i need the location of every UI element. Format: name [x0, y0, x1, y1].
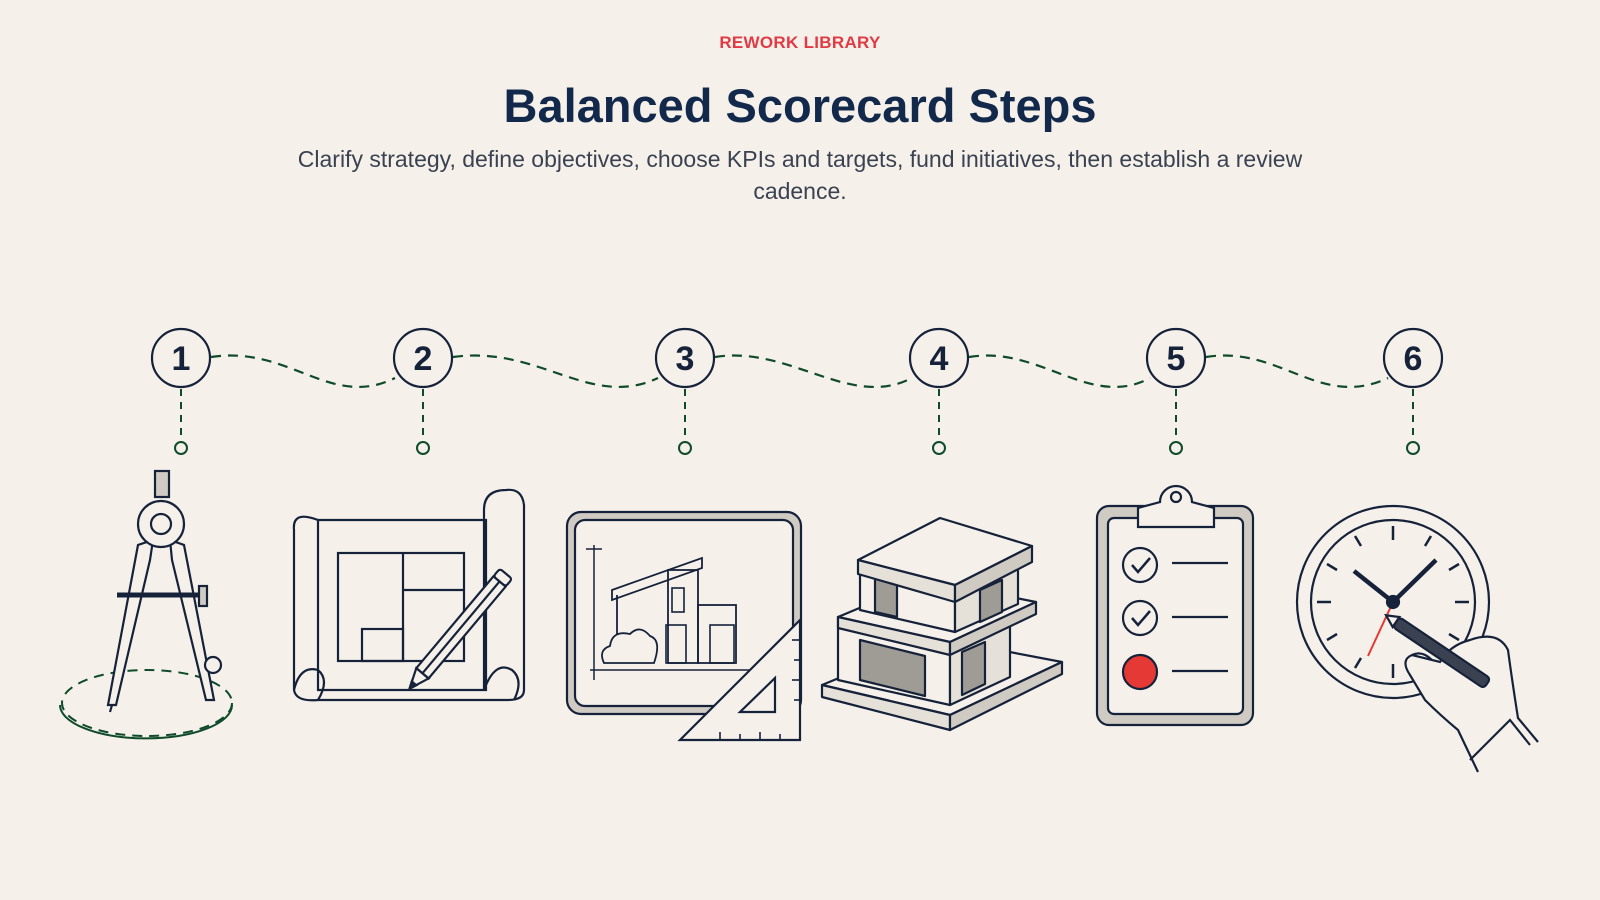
step-number-2: 2	[414, 340, 433, 378]
compass-icon	[59, 469, 233, 740]
blueprint-pencil-icon	[292, 488, 526, 702]
step-marker-5: 5	[1145, 327, 1207, 455]
step-number-6: 6	[1404, 340, 1423, 378]
step-number-5: 5	[1167, 340, 1186, 378]
step-marker-3: 3	[654, 327, 716, 455]
eyebrow-label: REWORK LIBRARY	[719, 33, 881, 52]
page-title: Balanced Scorecard Steps	[503, 79, 1097, 132]
checklist-clipboard-icon	[1095, 484, 1255, 727]
design-board-icon	[565, 510, 803, 742]
step-marker-6: 6	[1382, 327, 1444, 455]
step-number-1: 1	[172, 340, 191, 378]
connector-path	[210, 354, 1389, 389]
step-marker-4: 4	[908, 327, 970, 455]
step-number-3: 3	[676, 340, 695, 378]
step-marker-1: 1	[150, 327, 212, 455]
page-subtitle: Clarify strategy, define objectives, cho…	[297, 146, 1303, 204]
building-model-icon	[820, 516, 1064, 732]
clock-hand-icon	[1295, 504, 1539, 773]
step-marker-2: 2	[392, 327, 454, 455]
step-number-4: 4	[930, 340, 949, 378]
